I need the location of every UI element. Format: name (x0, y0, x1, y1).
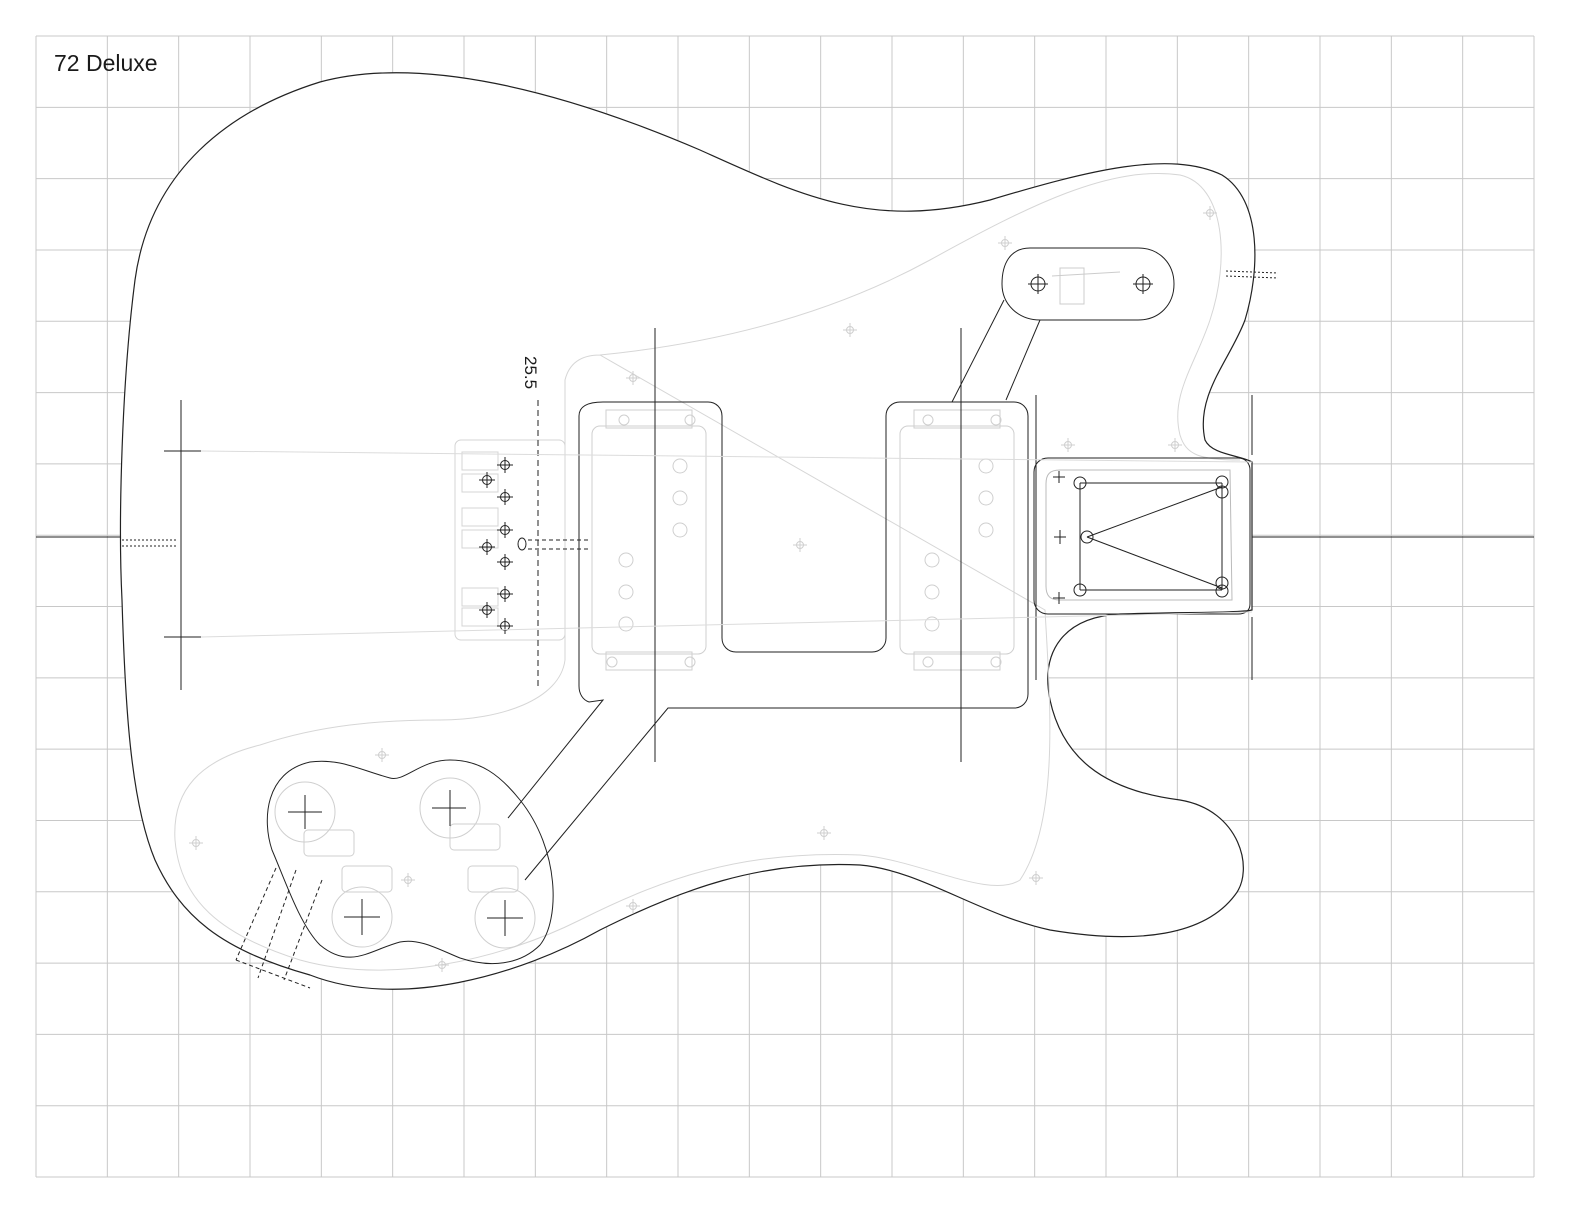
strap-button-route (122, 539, 176, 547)
string-lines (200, 450, 1253, 638)
faint-crosshairs (189, 206, 1217, 972)
pickguard-outline (174, 172, 1241, 971)
neck-crosshairs (1053, 471, 1066, 604)
body-outline (119, 72, 1256, 990)
ferrule-route (528, 539, 588, 550)
pickup-route (507, 401, 1029, 881)
pot-crosshairs (288, 790, 523, 936)
switch-cavity (1001, 247, 1175, 321)
pot-ghosts (274, 777, 536, 949)
neck-plate (1045, 469, 1233, 601)
top-strap-route (1225, 270, 1279, 279)
neck-pickup-cavity (591, 409, 707, 671)
control-cavity (266, 759, 554, 965)
bridge-pickup-cavity (899, 409, 1015, 671)
jack-route (235, 867, 323, 989)
switch-ghost (1051, 267, 1121, 305)
neck-pocket (1033, 457, 1251, 615)
switch-screws (1028, 274, 1153, 294)
string-hole (517, 537, 527, 551)
neck-mount-screws (1073, 475, 1229, 598)
tail-marks (164, 400, 201, 690)
page-title: 72 Deluxe (54, 50, 158, 76)
scale-length-label: 25.5 (521, 356, 540, 390)
